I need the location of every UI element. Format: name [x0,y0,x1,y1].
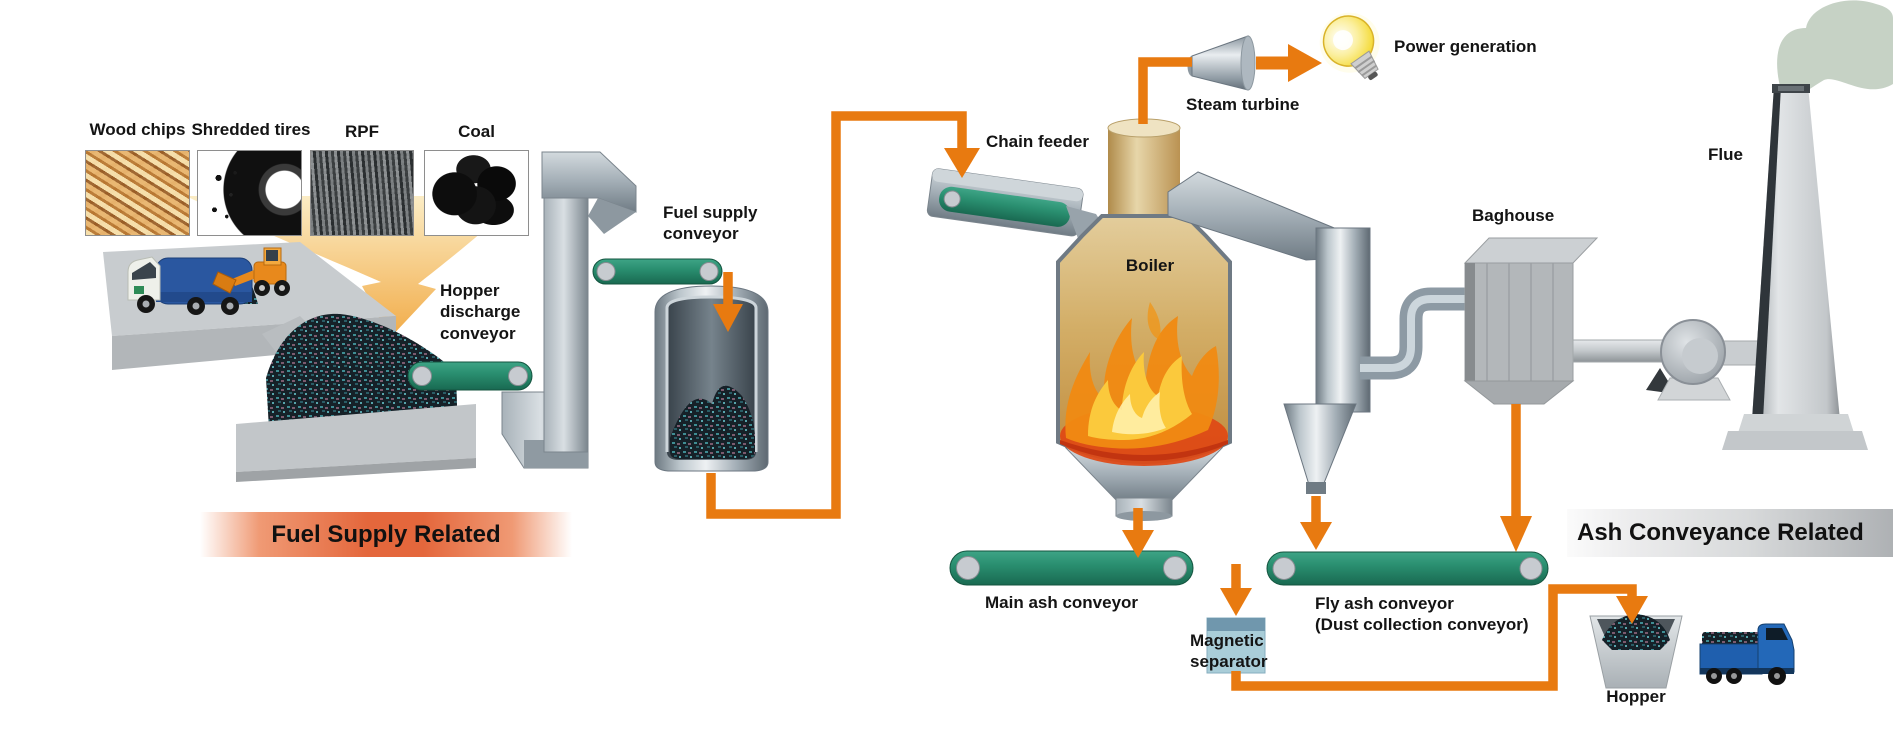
baghouse-label: Baghouse [1472,206,1555,225]
magnetic-separator-label: Magnetic separator [1190,631,1268,672]
pit-conveyor [407,361,533,391]
fuel-supply-related-banner: Fuel Supply Related [200,512,572,557]
baghouse [1463,237,1599,405]
induced-fan [1572,319,1769,401]
wood-chips-label: Wood chips [89,120,186,139]
rpf-photo [310,150,414,236]
flue-stack [1722,0,1893,450]
hopper-label: Hopper [1606,687,1666,706]
boiler-label: Boiler [1125,256,1175,275]
ash-hopper [1589,614,1683,689]
smoke-cloud-icon [1777,0,1893,98]
steam-turbine [1187,35,1256,91]
shredded-tires-label: Shredded tires [191,120,311,139]
magnetic-separator [1206,617,1266,674]
fuel-silo [654,285,769,472]
light-bulb-icon [1319,12,1380,81]
flue-label: Flue [1708,145,1743,164]
chain-feeder-label: Chain feeder [986,132,1089,151]
ash-truck [1699,623,1795,685]
boiler [1056,118,1232,521]
shredded-tires-photo [197,150,302,236]
fuel-supply-conveyor-label: Fuel supply conveyor [663,203,758,244]
coal-label: Coal [458,122,495,141]
flow-arrows [706,44,1648,691]
ash-conveyance-related-banner: Ash Conveyance Related [1567,509,1893,557]
ash-conveyance-related-banner-text: Ash Conveyance Related [1577,519,1864,546]
power-generation-label: Power generation [1394,37,1537,56]
wood-chips-photo [85,150,190,236]
fly-ash-conveyor-label: Fly ash conveyor (Dust collection convey… [1315,594,1529,635]
fuel-supply-related-banner-text: Fuel Supply Related [271,520,501,548]
main-ash-conveyor [949,550,1194,586]
coal-photo [424,150,529,236]
hopper-discharge-conveyor-label: Hopper discharge conveyor [440,281,521,343]
wheel-loader [212,247,290,296]
steam-turbine-label: Steam turbine [1186,95,1300,114]
chain-feeder [926,168,1114,244]
fuel-supply-conveyor [592,258,723,285]
fly-ash-conveyor [1266,551,1549,586]
hopper-discharge-elevator [501,151,637,469]
cyclone-duct [1167,171,1467,494]
rpf-label: RPF [345,122,379,141]
main-ash-conveyor-label: Main ash conveyor [985,593,1139,612]
